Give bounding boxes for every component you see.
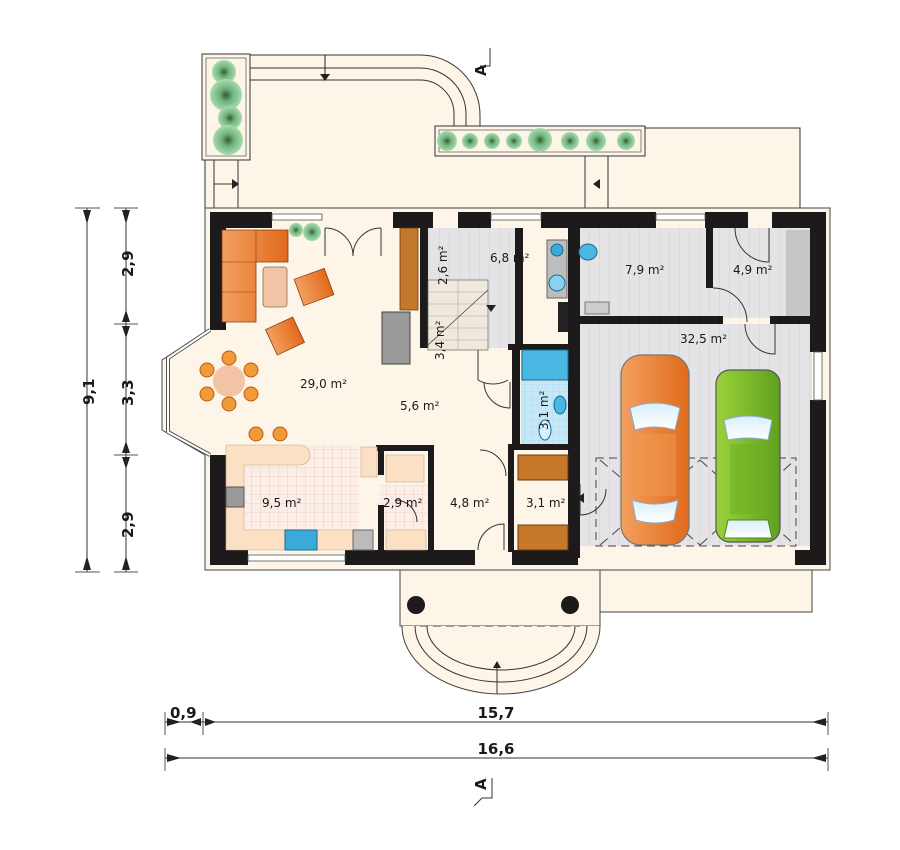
horizontal-dimensions: 0,9 15,7 16,6 — [164, 704, 829, 771]
entrance-porch — [399, 569, 813, 695]
room-labels: 29,0 m² 5,6 m² 9,5 m² 2,9 m² 4,8 m² 3,1 … — [262, 245, 773, 510]
toilet-icon — [538, 419, 552, 441]
plant-icon — [303, 223, 321, 241]
room-label-stair: 3,4 m² — [433, 320, 447, 360]
section-marker-bottom: A — [472, 778, 493, 807]
room-label-hall: 5,6 m² — [400, 399, 440, 413]
utility-shelf — [786, 230, 810, 316]
hall-doors — [394, 350, 511, 551]
kitchen-counters — [225, 444, 378, 551]
room-label-living: 29,0 m² — [300, 377, 347, 391]
car-orange-icon — [620, 354, 690, 546]
wardrobe-unit — [399, 227, 419, 311]
plant-icon — [437, 131, 457, 151]
plant-icon — [561, 132, 579, 150]
coffee-table — [262, 266, 288, 308]
svg-text:A: A — [472, 64, 490, 76]
windows — [166, 213, 823, 562]
dim-offset: 0,9 — [170, 704, 197, 722]
dim-main-width: 15,7 — [477, 704, 514, 722]
plant-icon — [462, 133, 478, 149]
plant-icon — [586, 131, 606, 151]
armchair — [264, 316, 306, 356]
pantry-shelf — [385, 454, 425, 483]
plant-icon — [617, 132, 635, 150]
room-label-garage: 32,5 m² — [680, 332, 727, 346]
room-label-kitchen: 9,5 m² — [262, 496, 302, 510]
dim-segment-3: 2,9 — [119, 511, 137, 538]
sink-icon — [284, 529, 318, 551]
room-label-pantry: 2,9 m² — [383, 496, 423, 510]
staircase — [427, 279, 496, 351]
planter-right — [434, 125, 646, 157]
room-label-vestibule: 4,8 m² — [450, 496, 490, 510]
room-label-bathroom: 3,1 m² — [537, 390, 551, 430]
room-label-utility: 4,9 m² — [733, 263, 773, 277]
room-label-laundry: 6,8 m² — [490, 251, 530, 265]
plant-icon — [484, 133, 500, 149]
stove-icon — [225, 486, 245, 508]
wardrobe-cabinet — [517, 454, 569, 481]
plant-icon — [212, 60, 236, 84]
armchair — [293, 267, 335, 307]
pantry-floor — [380, 485, 432, 530]
room-label-boiler: 7,9 m² — [625, 263, 665, 277]
planter-left — [201, 53, 251, 161]
dining-table — [199, 350, 259, 412]
car-green-icon — [715, 369, 781, 543]
fridge-icon — [381, 311, 411, 365]
column-icon — [561, 596, 579, 614]
garage-side-door — [579, 484, 607, 516]
plant-icon — [289, 223, 303, 237]
dim-total-height: 9,1 — [80, 378, 98, 405]
wardrobe-cabinet — [517, 524, 569, 551]
plant-icon — [528, 128, 552, 152]
walls — [210, 212, 826, 565]
plant-icon — [218, 106, 242, 130]
entry-arrow-icon — [493, 661, 501, 668]
washbasin-icon — [553, 395, 567, 415]
svg-text:A: A — [472, 778, 490, 790]
terrace-door — [324, 227, 382, 257]
bar-stool — [248, 426, 264, 442]
dim-segment-2: 3,3 — [119, 379, 137, 406]
dim-segment-1: 2,9 — [119, 250, 137, 277]
plant-icon — [210, 79, 242, 111]
shower-icon — [521, 349, 569, 381]
plant-icon — [506, 133, 522, 149]
utility-door — [712, 287, 748, 323]
room-label-storage: 2,6 m² — [436, 245, 450, 285]
garage-inner-door — [744, 323, 776, 355]
pantry-shelf — [385, 529, 427, 551]
washing-machine-icon — [548, 274, 566, 292]
column-icon — [407, 596, 425, 614]
dim-total-width: 16,6 — [477, 740, 514, 758]
plant-icon — [213, 125, 243, 155]
tap-icon — [584, 301, 610, 315]
room-label-wardrobe: 3,1 m² — [526, 496, 566, 510]
utility-door-top — [734, 227, 770, 263]
vertical-dimensions: 9,1 2,9 3,3 2,9 — [75, 207, 138, 573]
corner-sofa — [221, 229, 289, 323]
boiler-icon — [558, 302, 568, 332]
sink-icon — [550, 243, 564, 257]
section-marker-top: A — [472, 48, 491, 76]
washbasin-icon — [578, 243, 598, 261]
bin-icon — [352, 529, 374, 551]
bar-stool — [272, 426, 288, 442]
